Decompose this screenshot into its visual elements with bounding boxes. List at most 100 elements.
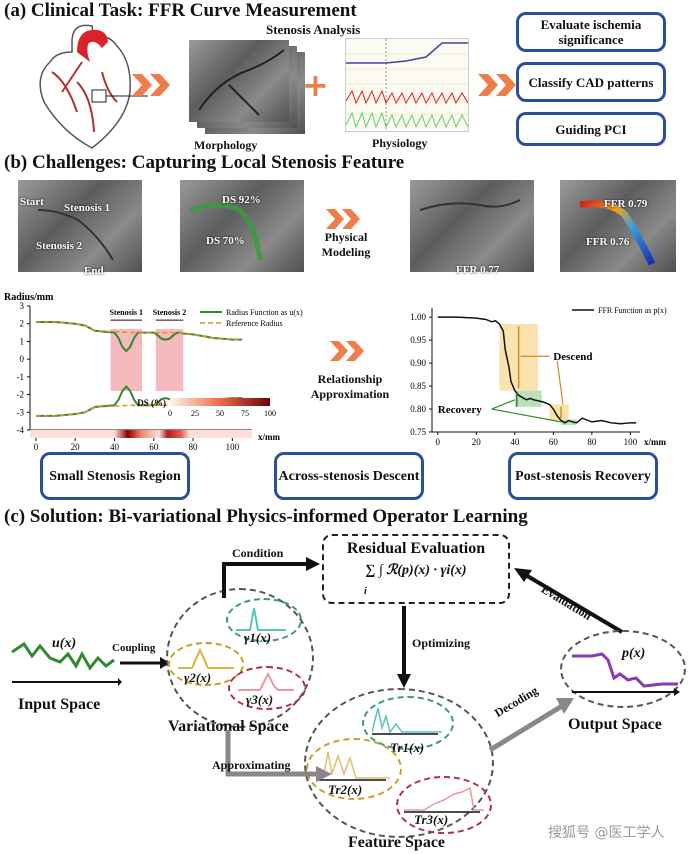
ffr-077-label: FFR 0.77 <box>456 264 500 276</box>
ffr-xtick-label: 40 <box>510 437 520 447</box>
ffr-ytick-label: 0.85 <box>410 381 426 391</box>
recovery-pointer-1 <box>491 399 516 410</box>
tr3-label: Tr3(x) <box>414 812 449 827</box>
radius-ytick-label: 1 <box>20 336 25 346</box>
ffr-ytick-label: 0.80 <box>410 404 426 414</box>
gamma1-ellipse <box>226 598 302 642</box>
ds-colorbar-tick: 0 <box>168 409 172 418</box>
variational-space-circle <box>166 588 314 728</box>
physiology-label: Physiology <box>372 136 428 150</box>
radius-ytick-label: -1 <box>17 372 25 382</box>
condition-arrow <box>222 557 320 598</box>
condition-label: Condition <box>232 546 284 560</box>
tr1-ellipse <box>362 696 454 750</box>
evaluation-arrow <box>514 568 624 634</box>
ffr-series-line <box>437 316 637 425</box>
ffr-xlabel: x/mm <box>644 437 666 447</box>
radius-xlabel: x/mm <box>258 432 280 442</box>
section-c-title: (c) Solution: Bi-variational Physics-inf… <box>4 506 528 527</box>
tr2-ellipse <box>306 738 402 800</box>
radius-ylabel: Radius/mm <box>4 292 54 303</box>
ffr-xtick-label: 80 <box>587 437 597 447</box>
ds-strip <box>30 430 252 438</box>
recovery-highlight-2 <box>561 419 577 426</box>
output-fn-label: p(x) <box>622 646 646 661</box>
ffr-ytick-label: 0.90 <box>410 358 426 368</box>
stenosis-annotation: Stenosis 2 <box>153 308 187 317</box>
legend-radius-label: Radius Function as u(x) <box>226 308 303 317</box>
ds70-label: DS 70% <box>206 235 245 247</box>
variational-space-label: Variational Space <box>168 718 289 735</box>
gamma2-label: γ2(x) <box>184 670 212 685</box>
ds-colorbar-tick: 75 <box>241 409 249 418</box>
output-space-label: Output Space <box>568 716 662 733</box>
input-function-plot <box>11 641 122 686</box>
optimizing-label: Optimizing <box>412 636 471 650</box>
approximating-arrow <box>225 730 332 782</box>
radius-ytick-label: -2 <box>17 390 25 400</box>
coupling-label: Coupling <box>112 642 156 654</box>
ffr-legend-label: FFR Function as p(x) <box>598 306 667 315</box>
radius-ytick-label: -4 <box>17 425 25 435</box>
tr1-label: Tr1(x) <box>390 740 425 755</box>
physiology-waveform <box>345 38 469 132</box>
ffr-076-label: FFR 0.76 <box>586 236 630 248</box>
gamma1-label: γ1(x) <box>244 630 272 645</box>
descend-highlight-2 <box>549 404 569 421</box>
ffr-ytick-label: 1.00 <box>410 312 426 322</box>
gamma2-ellipse <box>168 642 244 686</box>
tr3-ellipse <box>396 776 492 834</box>
optimizing-arrow <box>397 606 411 688</box>
radius-xtick-label: 60 <box>149 442 159 452</box>
feature-space-circle <box>304 688 494 838</box>
coupling-arrow <box>120 657 170 669</box>
residual-evaluation-box: Residual Evaluation ∑ ∫ ℛ(p)(x) · γi(x) … <box>322 534 510 604</box>
feature-space-label: Feature Space <box>348 834 446 851</box>
end-label: End <box>84 265 104 277</box>
ffr-xtick-label: 60 <box>549 437 559 447</box>
gamma3-label: γ3(x) <box>246 692 274 707</box>
radius-series-upper <box>35 321 243 341</box>
section-a-title: (a) Clinical Task: FFR Curve Measurement <box>4 0 357 21</box>
input-fn-label: u(x) <box>52 636 77 651</box>
radius-xtick-label: 20 <box>71 442 81 452</box>
chevron-arrow-icon <box>326 209 360 229</box>
chevron-arrow-icon <box>330 341 364 361</box>
outcome-ischemia-box: Evaluate ischemia significance <box>516 12 666 52</box>
ds-colorbar-tick: 25 <box>191 409 199 418</box>
chevron-arrow-icon <box>132 74 170 96</box>
residual-title: Residual Evaluation <box>346 540 486 557</box>
input-space-label: Input Space <box>18 696 101 713</box>
radius-xtick-label: 40 <box>110 442 120 452</box>
angiogram-start-end <box>18 180 142 272</box>
radius-xtick-label: 80 <box>189 442 199 452</box>
ds-colorbar <box>170 398 270 406</box>
start-label: Start <box>20 196 44 208</box>
residual-subscript: i <box>364 586 367 597</box>
ffr-ytick-label: 0.95 <box>410 335 426 345</box>
angiogram-ffr <box>410 180 534 272</box>
angiogram-ffr-colormap <box>560 180 676 272</box>
challenge-small-stenosis-box: Small Stenosis Region <box>40 452 190 500</box>
stenosis2-label: Stenosis 2 <box>36 240 83 252</box>
ffr-xtick-label: 20 <box>472 437 482 447</box>
ffr-xtick-label: 100 <box>624 437 638 447</box>
radius-ytick-label: 0 <box>20 354 25 364</box>
gamma3-ellipse <box>228 666 306 710</box>
output-space-circle <box>560 630 686 708</box>
radius-xtick-label: 100 <box>226 442 240 452</box>
descend-pointer-2 <box>556 360 564 405</box>
ds-colorbar-tick: 100 <box>264 409 276 418</box>
approximating-label: Approximating <box>212 758 291 772</box>
output-function-plot <box>572 652 680 696</box>
recovery-label: Recovery <box>438 404 482 416</box>
recovery-pointer-2 <box>491 408 562 423</box>
chevron-arrow-icon <box>478 74 516 96</box>
challenge-recovery-box: Post-stenosis Recovery <box>508 452 658 500</box>
morphology-label: Morphology <box>194 138 258 152</box>
plus-icon: + <box>302 66 329 104</box>
ffr-079-label: FFR 0.79 <box>604 198 648 210</box>
tr2-label: Tr2(x) <box>328 782 363 797</box>
